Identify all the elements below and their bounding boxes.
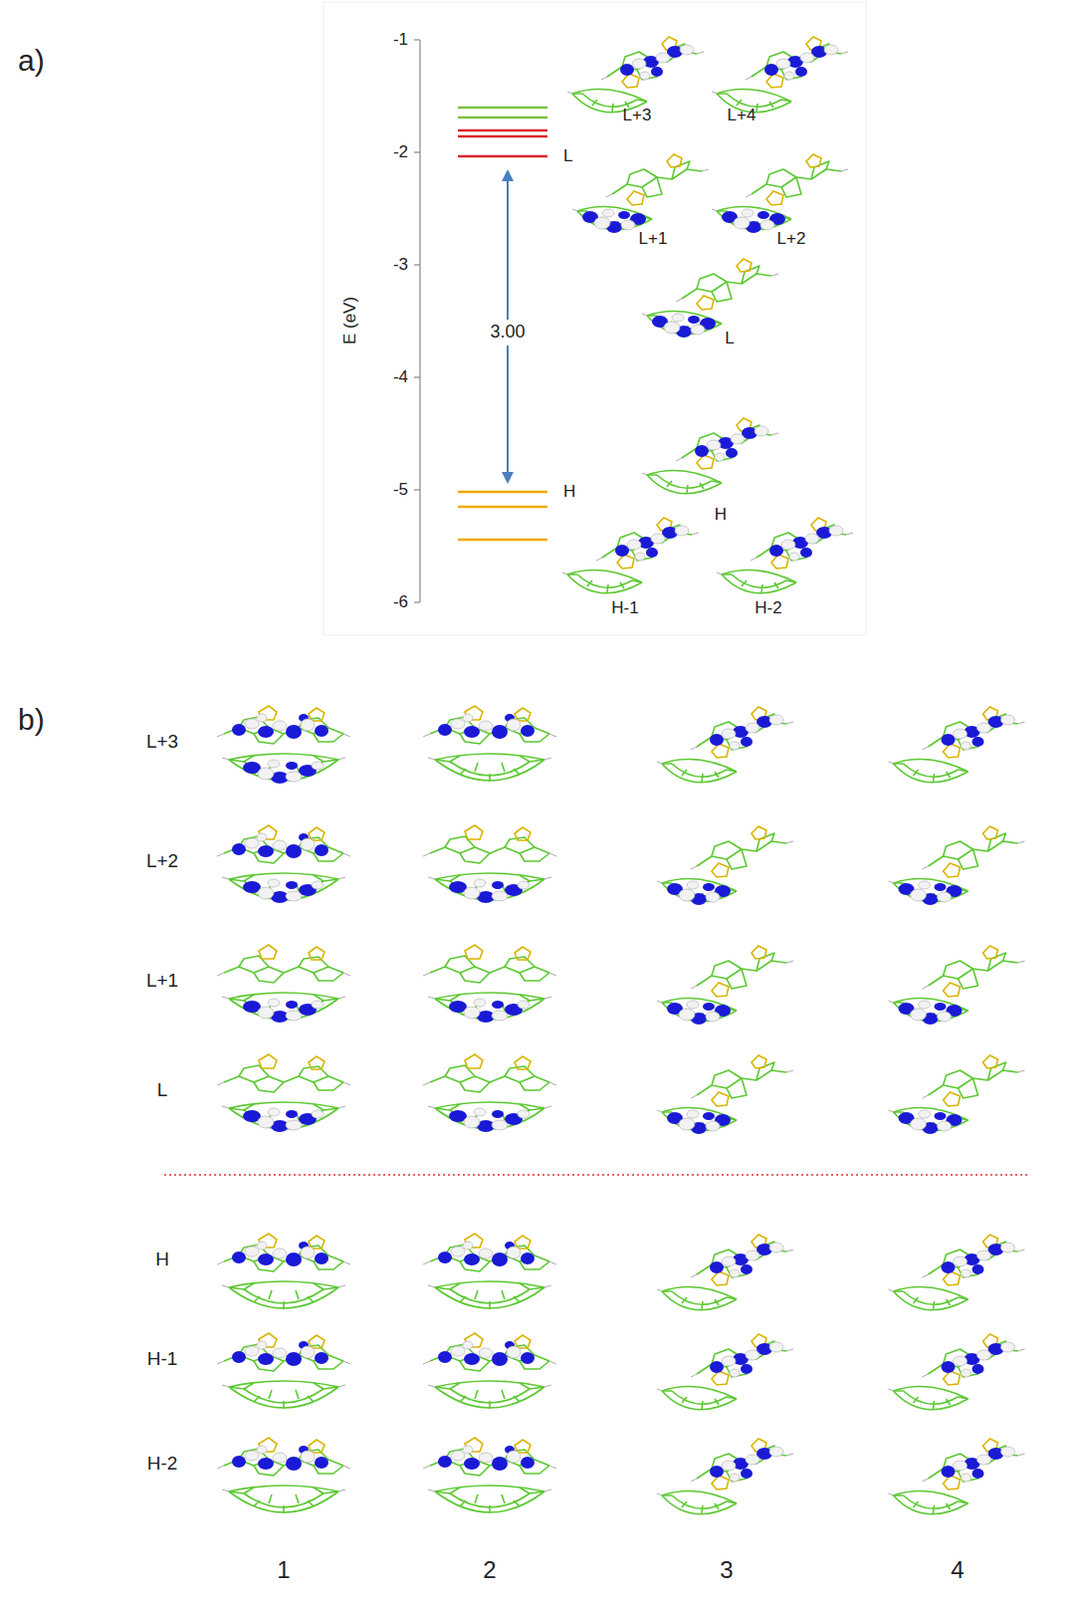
- tick-label: -3: [393, 255, 409, 275]
- panel-letter: a): [17, 43, 45, 77]
- level-label: H: [563, 482, 576, 502]
- row-label: L: [157, 1079, 169, 1101]
- orbital-label: H-1: [611, 599, 639, 619]
- orbital-label: H-2: [754, 599, 782, 619]
- panel-letter: b): [17, 702, 45, 736]
- orbital-label: L+2: [777, 229, 807, 249]
- level-label: L: [563, 147, 573, 167]
- gap-value: 3.00: [487, 319, 527, 346]
- column-number: 1: [276, 1556, 290, 1583]
- row-label: H-2: [147, 1453, 179, 1475]
- row-label: L+1: [146, 970, 179, 992]
- tick-label: -5: [393, 480, 409, 500]
- orbital-label: L: [724, 329, 734, 349]
- orbital-label: H: [714, 505, 727, 525]
- column-number: 2: [482, 1556, 496, 1583]
- row-label: L+3: [146, 731, 179, 753]
- tick-label: -1: [393, 30, 409, 50]
- column-number: 3: [719, 1556, 733, 1583]
- tick-label: -2: [393, 143, 409, 163]
- row-label: H: [155, 1249, 170, 1271]
- orbital-label: L+1: [639, 229, 668, 249]
- row-label: H-1: [147, 1348, 179, 1370]
- orbital-label: L+3: [623, 106, 652, 126]
- tick-label: -6: [393, 593, 409, 613]
- row-label: L+2: [146, 851, 179, 872]
- tick-label: -4: [393, 368, 409, 388]
- column-number: 4: [950, 1556, 964, 1583]
- axis-title: E (eV): [341, 296, 361, 345]
- orbital-label: L+4: [727, 106, 757, 126]
